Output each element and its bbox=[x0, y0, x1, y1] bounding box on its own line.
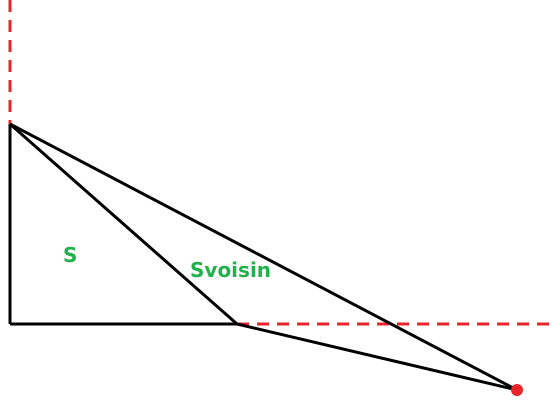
label-svoisin: Svoisin bbox=[190, 258, 271, 282]
red-point bbox=[511, 384, 523, 396]
label-s: S bbox=[63, 243, 77, 267]
outer-diagonal bbox=[9, 122, 518, 392]
inner-hypotenuse bbox=[9, 122, 238, 326]
lower-edge bbox=[236, 322, 518, 392]
